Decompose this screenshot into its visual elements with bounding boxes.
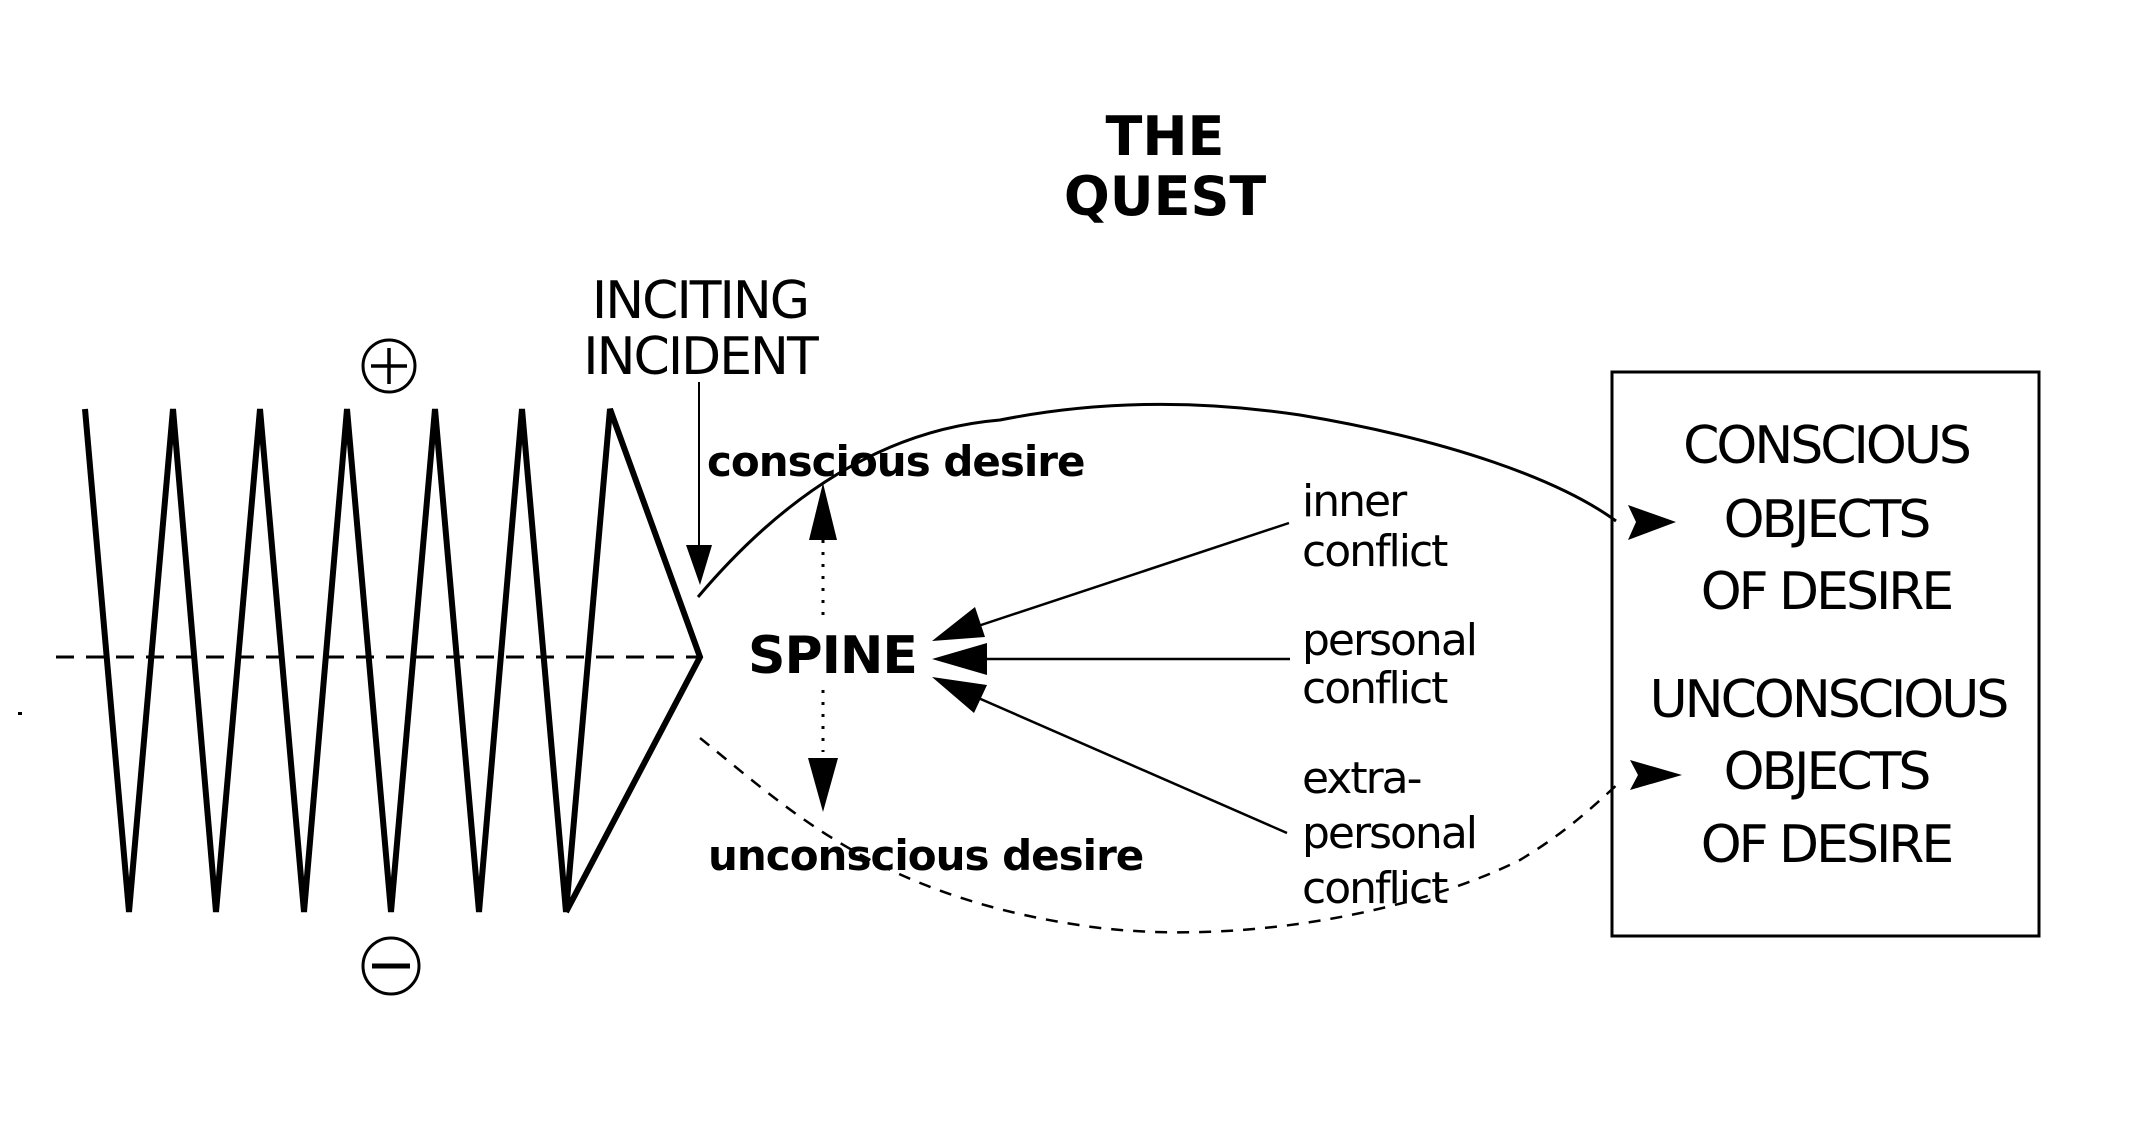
negative-charge-icon [361, 936, 421, 996]
conscious-objects-line-2: OBJECTS [1724, 490, 1930, 550]
inner-conflict-arrow [932, 521, 1290, 641]
personal-conflict-line-2: conflict [1302, 663, 1448, 714]
extra-personal-conflict-line-2: personal [1302, 808, 1476, 859]
inciting-incident-arrow [686, 382, 712, 585]
conscious-desire-curve [696, 402, 1676, 598]
positive-charge-icon [361, 338, 417, 394]
story-zigzag [82, 407, 704, 914]
extra-personal-conflict-label: extra- personal conflict [1302, 753, 1478, 914]
down-arrowhead [808, 758, 838, 812]
up-arrowhead [809, 483, 837, 540]
personal-conflict-label: personal conflict [1302, 615, 1478, 714]
title-line-1: THE [1106, 105, 1225, 168]
conscious-curve-arrowhead [1628, 505, 1676, 540]
unconscious-objects-line-2: OBJECTS [1724, 742, 1930, 802]
personal-conflict-line-1: personal [1302, 615, 1476, 666]
unconscious-desire-label: unconscious desire [708, 831, 1143, 880]
unconscious-curve-arrowhead [1630, 760, 1682, 790]
title-line-2: QUEST [1064, 165, 1267, 228]
extra-personal-conflict-line-3: conflict [1302, 863, 1448, 914]
unconscious-objects-label: UNCONSCIOUS OBJECTS OF DESIRE [1650, 670, 2011, 875]
inner-conflict-line-1: inner [1302, 476, 1408, 527]
objects-of-desire-box [1610, 370, 2041, 938]
inciting-incident-arrowhead [686, 545, 712, 585]
desire-axis-dotted-arrow [808, 483, 838, 812]
inner-conflict-line-2: conflict [1302, 526, 1448, 577]
title: THE QUEST [1064, 105, 1267, 228]
inciting-incident-line-2: INCIDENT [583, 327, 819, 387]
unconscious-objects-line-1: UNCONSCIOUS [1650, 670, 2008, 730]
unconscious-desire-curve [699, 737, 1682, 934]
inciting-incident-label: INCITING INCIDENT [583, 271, 821, 387]
spine-label: SPINE [748, 626, 917, 686]
extra-personal-conflict-line-1: extra- [1302, 753, 1421, 804]
unconscious-objects-line-3: OF DESIRE [1701, 815, 1952, 875]
scan-speck [18, 712, 22, 715]
extra-personal-conflict-arrow [932, 677, 1288, 835]
conscious-objects-line-3: OF DESIRE [1701, 562, 1952, 622]
personal-conflict-arrow [932, 643, 1290, 675]
inner-conflict-label: inner conflict [1302, 476, 1450, 577]
conscious-objects-line-1: CONSCIOUS [1683, 416, 1970, 476]
inciting-incident-line-1: INCITING [592, 271, 808, 331]
conscious-objects-label: CONSCIOUS OBJECTS OF DESIRE [1683, 416, 1973, 622]
